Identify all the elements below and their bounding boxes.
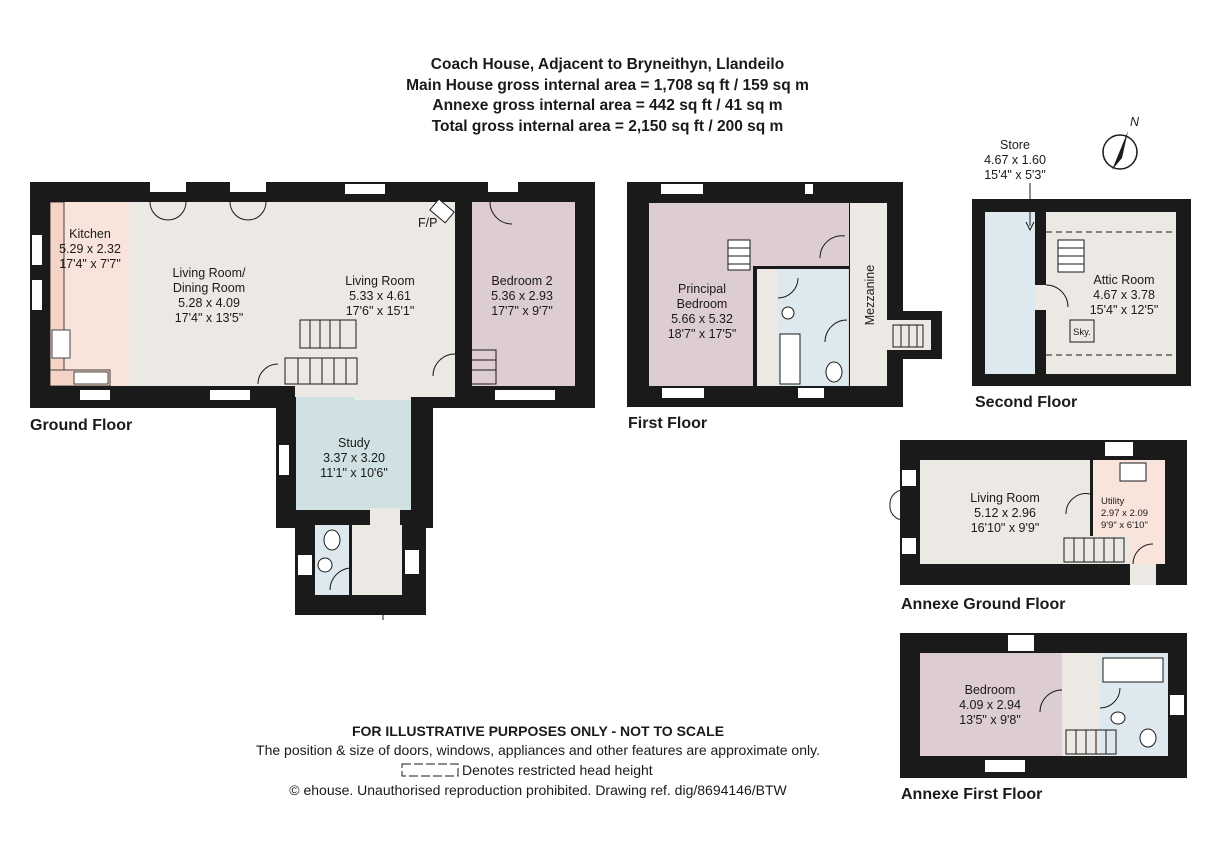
- attic-room: [1046, 212, 1176, 374]
- main-house-area: Main House gross internal area = 1,708 s…: [406, 77, 809, 94]
- living-dining-imperial: 17'4" x 13'5": [175, 311, 244, 325]
- principal-bedroom-label-2: Bedroom: [677, 297, 728, 311]
- annexe-first-floor-label: Annexe First Floor: [901, 786, 1043, 803]
- principal-bedroom-metric: 5.66 x 5.32: [671, 312, 733, 326]
- approximation-note: The position & size of doors, windows, a…: [256, 742, 820, 758]
- hall-room: [352, 525, 402, 595]
- north-label: N: [1130, 115, 1140, 129]
- bedroom-2-metric: 5.36 x 2.93: [491, 289, 553, 303]
- annexe-ground-floor-label: Annexe Ground Floor: [901, 596, 1066, 613]
- first-floor-plan: [627, 182, 942, 407]
- restricted-height-legend-text: Denotes restricted head height: [462, 762, 653, 778]
- page-title: Coach House, Adjacent to Bryneithyn, Lla…: [430, 56, 785, 73]
- attic-room-metric: 4.67 x 3.78: [1093, 288, 1155, 302]
- disclaimer-text: FOR ILLUSTRATIVE PURPOSES ONLY - NOT TO …: [351, 723, 725, 739]
- skylight-label: Sky.: [1073, 327, 1091, 338]
- utility-label: Utility: [1101, 496, 1124, 507]
- restricted-height-legend-icon: [401, 763, 459, 777]
- bedroom-2-room: [472, 202, 575, 386]
- annexe-bedroom-imperial: 13'5" x 9'8": [959, 713, 1021, 727]
- study-metric: 3.37 x 3.20: [323, 451, 385, 465]
- attic-room-imperial: 15'4" x 12'5": [1090, 303, 1159, 317]
- study-room: [296, 397, 411, 510]
- study-imperial: 11'1" x 10'6": [320, 466, 388, 480]
- utility-imperial: 9'9" x 6'10": [1101, 520, 1148, 531]
- living-room-metric: 5.33 x 4.61: [349, 289, 411, 303]
- annexe-ground-floor-plan: [889, 440, 1187, 585]
- kitchen-label: Kitchen: [69, 227, 111, 241]
- store-room: [985, 212, 1035, 374]
- first-floor-label: First Floor: [628, 415, 708, 432]
- principal-bedroom-imperial: 18'7" x 17'5": [668, 327, 737, 341]
- copyright-text: © ehouse. Unauthorised reproduction proh…: [289, 782, 787, 798]
- ground-floor-label: Ground Floor: [30, 417, 133, 434]
- north-compass-icon: [1102, 131, 1138, 170]
- living-dining-label-1: Living Room/: [173, 266, 246, 280]
- kitchen-imperial: 17'4" x 7'7": [59, 257, 121, 271]
- living-dining-room: [130, 202, 277, 386]
- living-room-imperial: 17'6" x 15'1": [346, 304, 415, 318]
- mezzanine-room: [850, 203, 887, 386]
- store-imperial: 15'4" x 5'3": [984, 168, 1046, 182]
- living-dining-metric: 5.28 x 4.09: [178, 296, 240, 310]
- annexe-first-floor-plan: [900, 633, 1187, 778]
- principal-bedroom-label-1: Principal: [678, 282, 726, 296]
- store-label: Store: [1000, 138, 1030, 152]
- annexe-bedroom-metric: 4.09 x 2.94: [959, 698, 1021, 712]
- second-floor-label: Second Floor: [975, 394, 1078, 411]
- study-label: Study: [338, 436, 371, 450]
- annexe-bedroom-room: [920, 653, 1062, 756]
- mezzanine-label: Mezzanine: [863, 265, 877, 325]
- landing-room: [757, 268, 778, 386]
- living-dining-label-2: Dining Room: [173, 281, 245, 295]
- fireplace-label: F/P: [418, 216, 437, 230]
- bedroom-2-imperial: 17'7" x 9'7": [491, 304, 553, 318]
- total-area: Total gross internal area = 2,150 sq ft …: [431, 118, 784, 135]
- utility-metric: 2.97 x 2.09: [1101, 508, 1148, 519]
- ground-floor-plan: [30, 182, 595, 620]
- annexe-area: Annexe gross internal area = 442 sq ft /…: [432, 97, 783, 114]
- bedroom-2-label: Bedroom 2: [491, 274, 552, 288]
- kitchen-metric: 5.29 x 2.32: [59, 242, 121, 256]
- annexe-landing-room: [1062, 653, 1100, 756]
- annexe-living-imperial: 16'10" x 9'9": [971, 521, 1040, 535]
- living-room-label: Living Room: [345, 274, 414, 288]
- annexe-living-metric: 5.12 x 2.96: [974, 506, 1036, 520]
- annexe-bedroom-label: Bedroom: [965, 683, 1016, 697]
- annexe-living-label: Living Room: [970, 491, 1039, 505]
- attic-room-label: Attic Room: [1093, 273, 1154, 287]
- second-floor-plan: [972, 183, 1191, 386]
- store-metric: 4.67 x 1.60: [984, 153, 1046, 167]
